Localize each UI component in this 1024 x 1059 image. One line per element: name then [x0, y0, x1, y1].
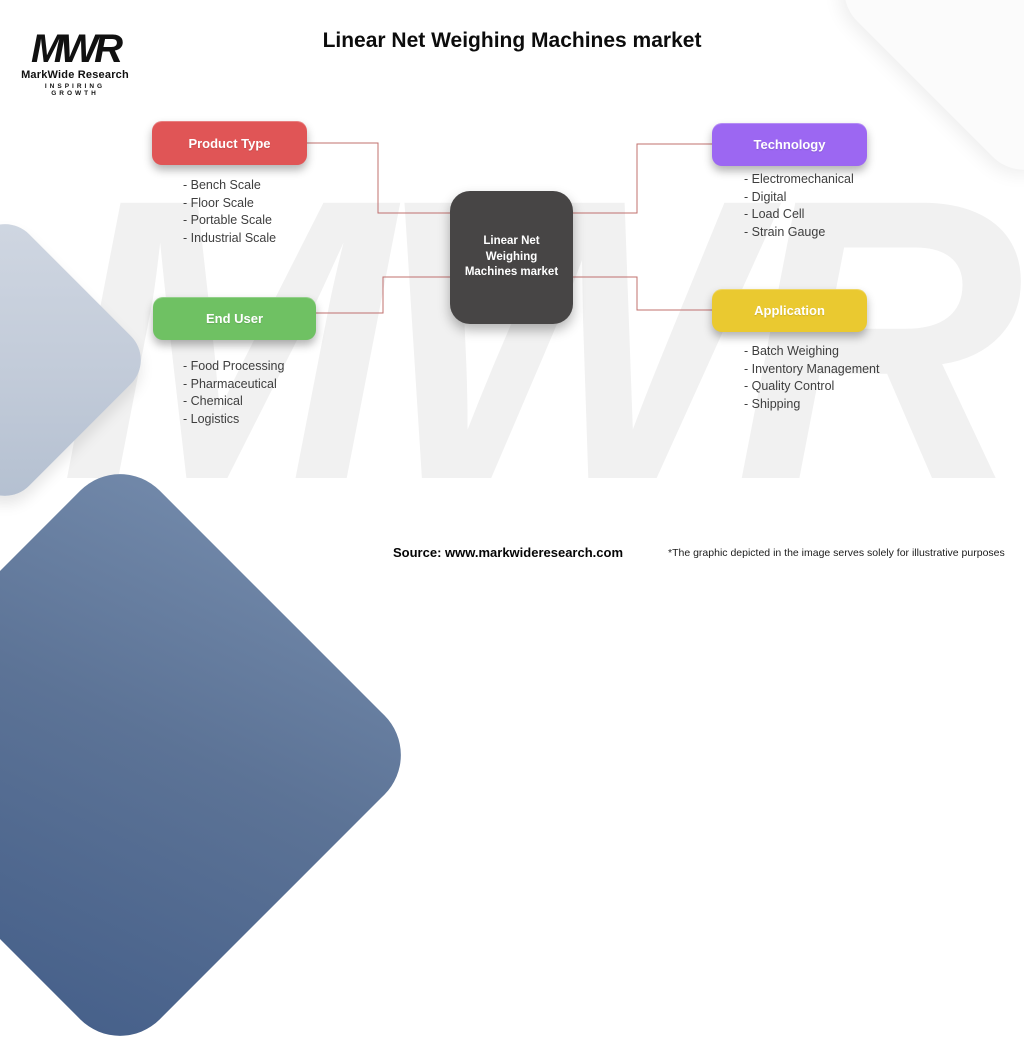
node-product-type: Product Type [152, 121, 307, 165]
list-item: - Portable Scale [183, 213, 272, 227]
application-items: - Batch Weighing - Inventory Management … [744, 343, 880, 413]
list-item: - Food Processing [183, 359, 285, 373]
connector-application [573, 276, 712, 311]
node-technology: Technology [712, 123, 867, 166]
connector-product-type [307, 142, 451, 214]
end-user-items: - Food Processing - Pharmaceutical - Che… [183, 358, 284, 428]
list-item: - Logistics [183, 411, 240, 426]
list-item: - Batch Weighing [744, 344, 839, 358]
list-item: - Quality Control [744, 379, 835, 393]
list-item: - Floor Scale [183, 195, 254, 210]
list-item: - Bench Scale [183, 178, 261, 192]
list-item: - Shipping [744, 396, 801, 411]
list-item: - Load Cell [744, 207, 805, 221]
node-product-type-label: Product Type [188, 135, 271, 151]
product-type-items: - Bench Scale - Floor Scale - Portable S… [183, 177, 276, 247]
source-text: Source: www.markwideresearch.com [393, 545, 624, 560]
node-central-market-label: Linear Net Weighing Machines market [464, 235, 559, 279]
logo-name: MarkWide Research [21, 69, 129, 81]
technology-items: - Electromechanical - Digital - Load Cel… [744, 171, 854, 241]
connector-technology [573, 143, 712, 214]
disclaimer-text: *The graphic depicted in the image serve… [668, 547, 1005, 559]
list-item: - Digital [744, 189, 787, 204]
logo-acronym: MWR [31, 27, 123, 71]
connector-lines [307, 142, 712, 314]
list-item: - Chemical [183, 394, 243, 408]
node-central-market: Linear Net Weighing Machines market [450, 191, 573, 324]
node-application-label: Application [754, 303, 825, 318]
logo-tagline: Inspiring Growth [44, 83, 106, 97]
list-item: - Pharmaceutical [183, 376, 277, 391]
list-item: - Industrial Scale [183, 230, 277, 245]
node-end-user-label: End User [205, 311, 264, 326]
list-item: - Strain Gauge [744, 224, 826, 239]
node-application: Application [712, 289, 867, 332]
node-end-user: End User [153, 297, 316, 340]
connector-end-user [316, 276, 451, 314]
page-title: Linear Net Weighing Machines market [322, 29, 702, 52]
list-item: - Inventory Management [744, 361, 880, 376]
markwide-research-logo: MWR MarkWide Research Inspiring Growth [20, 27, 130, 97]
node-technology-label: Technology [753, 137, 826, 152]
list-item: - Electromechanical [744, 172, 854, 186]
